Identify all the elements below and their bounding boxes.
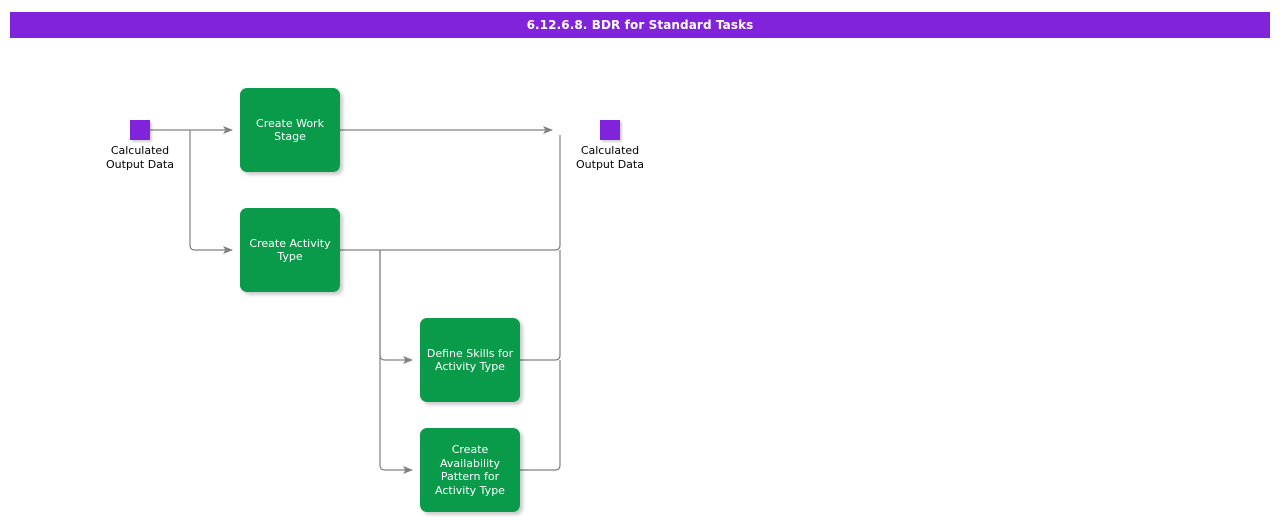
node-create-activity-type[interactable]: Create Activity Type <box>240 208 340 292</box>
wire-create-activity-type-to-output <box>340 135 561 251</box>
input-pin-calculated-output-data-label: Calculated Output Data <box>106 144 174 171</box>
page-title: 6.12.6.8. BDR for Standard Tasks <box>526 18 754 32</box>
input-pin-calculated-output-data[interactable] <box>130 120 150 140</box>
output-pin-calculated-output-data[interactable] <box>600 120 620 140</box>
node-create-work-stage-label: Create Work Stage <box>256 116 324 144</box>
node-create-activity-type-label: Create Activity Type <box>249 236 331 264</box>
wire-create-activity-type-to-define-skills <box>379 250 413 364</box>
node-create-availability-pattern-for-activity-type[interactable]: Create Availability Pattern for Activity… <box>420 428 520 512</box>
title-bar: 6.12.6.8. BDR for Standard Tasks <box>10 12 1270 38</box>
node-create-work-stage[interactable]: Create Work Stage <box>240 88 340 172</box>
wire-create-availability-pattern-to-output <box>520 360 561 471</box>
node-define-skills-for-activity-type-label: Define Skills for Activity Type <box>426 346 514 374</box>
node-create-availability-pattern-for-activity-type-label: Create Availability Pattern for Activity… <box>435 443 505 497</box>
wire-create-activity-type-to-create-availability-pattern <box>379 250 413 474</box>
wire-define-skills-to-output <box>520 250 561 361</box>
node-define-skills-for-activity-type[interactable]: Define Skills for Activity Type <box>420 318 520 402</box>
output-pin-calculated-output-data-label: Calculated Output Data <box>576 144 644 171</box>
